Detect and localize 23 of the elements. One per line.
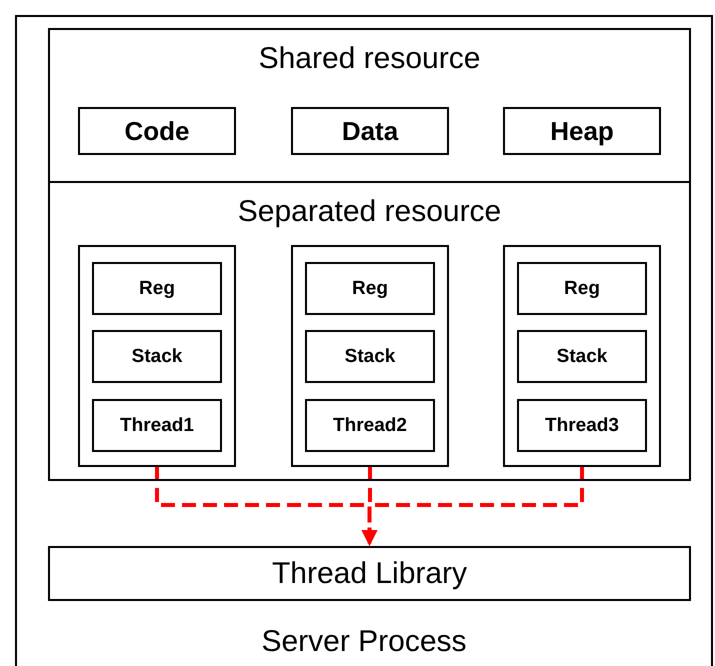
resource-box: Heap bbox=[503, 107, 661, 155]
resource-box: Thread3 bbox=[517, 399, 647, 452]
section-heading: Separated resource bbox=[236, 195, 502, 229]
resource-panel bbox=[48, 181, 691, 481]
dashed-arrow bbox=[362, 467, 584, 546]
thread-box bbox=[291, 245, 449, 467]
resource-box: Stack bbox=[305, 330, 435, 383]
resource-box: Thread2 bbox=[305, 399, 435, 452]
process-label: Server Process bbox=[260, 625, 468, 659]
section-heading: Shared resource bbox=[258, 42, 482, 76]
thread-box bbox=[503, 245, 661, 467]
resource-box: Data bbox=[291, 107, 449, 155]
process-box bbox=[15, 15, 713, 666]
thread-box bbox=[78, 245, 236, 467]
resource-box: Stack bbox=[517, 330, 647, 383]
resource-panel bbox=[48, 28, 691, 183]
resource-box: Reg bbox=[517, 262, 647, 315]
resource-box: Thread1 bbox=[92, 399, 222, 452]
resource-box: Stack bbox=[92, 330, 222, 383]
resource-box: Code bbox=[78, 107, 236, 155]
resource-box: Reg bbox=[305, 262, 435, 315]
resource-box: Reg bbox=[92, 262, 222, 315]
library-box: Thread Library bbox=[48, 546, 691, 601]
